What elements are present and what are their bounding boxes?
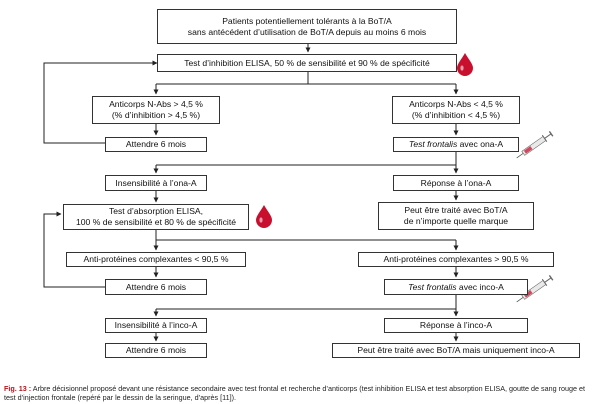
loop-wait1-to-elisa [43,60,158,144]
node-elisa-inhibition-label: Test d’inhibition ELISA, 50 % de sensibi… [184,57,430,68]
node-anti-low: Anti-protéines complexantes < 90,5 % [66,252,246,267]
node-elisa-absorption-line1: Test d’absorption ELISA, [108,206,204,216]
node-start-line1: Patients potentiellement tolérants à la … [222,15,392,26]
node-nabs-high: Anticorps N-Abs > 4,5 %(% d’inhibition >… [92,96,220,124]
node-response-ona: Réponse à l’ona-A [393,175,519,191]
node-anti-high-label: Anti-protéines complexantes > 90,5 % [383,254,529,264]
node-nabs-low-line2: (% d’inhibition < 4,5 %) [411,110,501,120]
node-response-inco: Réponse à l’inco-A [384,318,528,333]
node-nabs-high-line1: Anticorps N-Abs > 4,5 % [109,99,203,109]
node-frontalis-inco-italic: Test frontalis [408,281,457,292]
node-wait-3: Attendre 6 mois [105,343,207,358]
node-start-line2: sans antécédent d’utilisation de BoT/A d… [187,26,427,37]
syringe-icon [516,130,554,159]
node-wait-2-label: Attendre 6 mois [125,281,187,292]
node-response-inco-label: Réponse à l’inco-A [419,320,493,330]
node-nabs-low: Anticorps N-Abs < 4,5 %(% d’inhibition <… [392,96,520,124]
node-elisa-absorption: Test d’absorption ELISA,100 % de sensibi… [63,204,249,230]
node-nabs-high-line2: (% d’inhibition > 4,5 %) [111,110,201,120]
node-insens-inco: Insensibilité à l’inco-A [105,318,207,333]
node-any-brand-line1: Peut être traité avec BoT/A [404,205,508,215]
node-start: Patients potentiellement tolérants à la … [157,9,457,44]
node-wait-3-label: Attendre 6 mois [125,345,187,355]
connector-lines [43,44,554,342]
node-frontalis-inco: Test frontalis avec inco-A [384,279,528,295]
blood-drop-icon [256,205,272,228]
node-frontalis-inco-rest: avec inco-A [456,281,504,292]
node-any-brand-line2: de n’importe quelle marque [403,216,509,226]
node-response-ona-label: Réponse à l’ona-A [420,177,492,188]
node-insens-inco-label: Insensibilité à l’inco-A [114,320,198,330]
node-anti-low-label: Anti-protéines complexantes < 90,5 % [83,254,229,264]
node-wait-2: Attendre 6 mois [105,279,207,295]
node-elisa-absorption-line2: 100 % de sensibilité et 80 % de spécific… [75,217,237,227]
node-anti-high: Anti-protéines complexantes > 90,5 % [358,252,554,267]
node-wait-1-label: Attendre 6 mois [125,139,187,149]
loop-wait2-to-absorption [43,211,105,288]
figure-caption: Fig. 13 : Arbre décisionnel proposé deva… [4,384,598,402]
decision-tree-diagram: Patients potentiellement tolérants à la … [43,9,580,358]
caption-lead: Fig. 13 : [4,384,32,393]
node-elisa-inhibition: Test d’inhibition ELISA, 50 % de sensibi… [157,54,457,72]
blood-drop-icon [457,53,473,76]
node-nabs-low-line1: Anticorps N-Abs < 4,5 % [409,99,503,109]
node-inco-only-label: Peut être traité avec BoT/A mais uniquem… [357,345,555,355]
node-wait-1: Attendre 6 mois [105,137,207,152]
node-frontalis-ona-rest: avec ona-A [457,139,504,149]
node-frontalis-ona: Test frontalis avec ona-A [393,137,519,152]
node-frontalis-ona-italic: Test frontalis [408,139,458,149]
node-insens-ona-label: Insensibilité à l’ona-A [115,177,197,188]
node-inco-only: Peut être traité avec BoT/A mais uniquem… [332,343,580,358]
node-insens-ona: Insensibilité à l’ona-A [105,175,207,191]
caption-text: Arbre décisionnel proposé devant une rés… [4,384,585,403]
